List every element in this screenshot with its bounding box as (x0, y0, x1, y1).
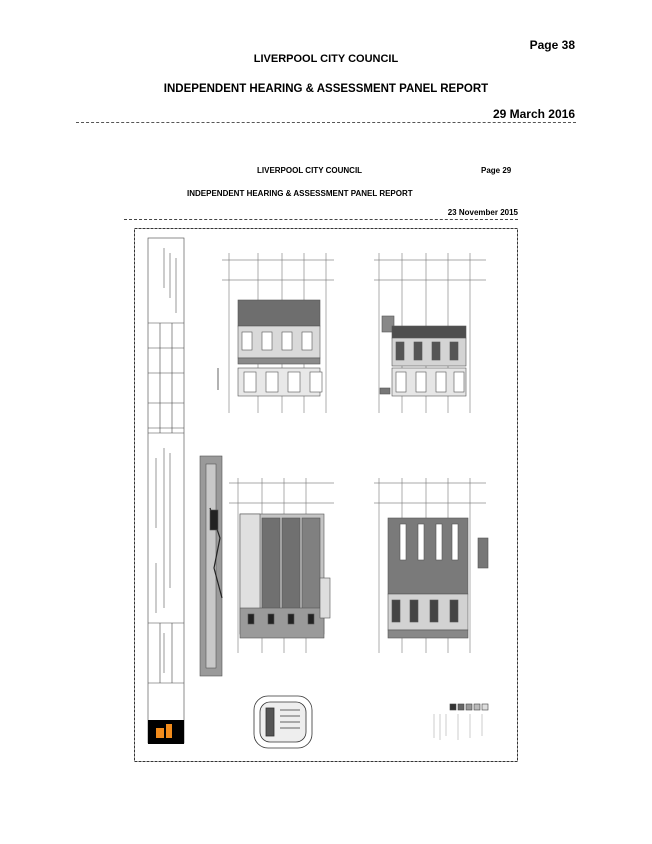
approval-stamp (253, 695, 313, 749)
elevation-top-right (374, 253, 486, 413)
elevation-bottom-left (199, 455, 334, 677)
legend (433, 703, 489, 740)
report-date: 29 March 2016 (492, 107, 575, 121)
architectural-elevations-drawing (134, 228, 518, 762)
elevation-top-left (217, 253, 334, 413)
header-divider (76, 122, 576, 123)
page-number: Page 38 (529, 38, 575, 52)
architect-logo (148, 720, 184, 744)
report-title: INDEPENDENT HEARING & ASSESSMENT PANEL R… (163, 83, 489, 95)
council-name: LIVERPOOL CITY COUNCIL (253, 53, 399, 65)
embedded-header-divider (124, 219, 518, 220)
title-block (147, 237, 185, 744)
embedded-report-date: 23 November 2015 (447, 208, 518, 217)
embedded-council-name: LIVERPOOL CITY COUNCIL (257, 166, 363, 175)
elevation-bottom-right (374, 478, 489, 653)
embedded-report-title: INDEPENDENT HEARING & ASSESSMENT PANEL R… (187, 189, 413, 198)
embedded-page-number: Page 29 (481, 166, 512, 175)
